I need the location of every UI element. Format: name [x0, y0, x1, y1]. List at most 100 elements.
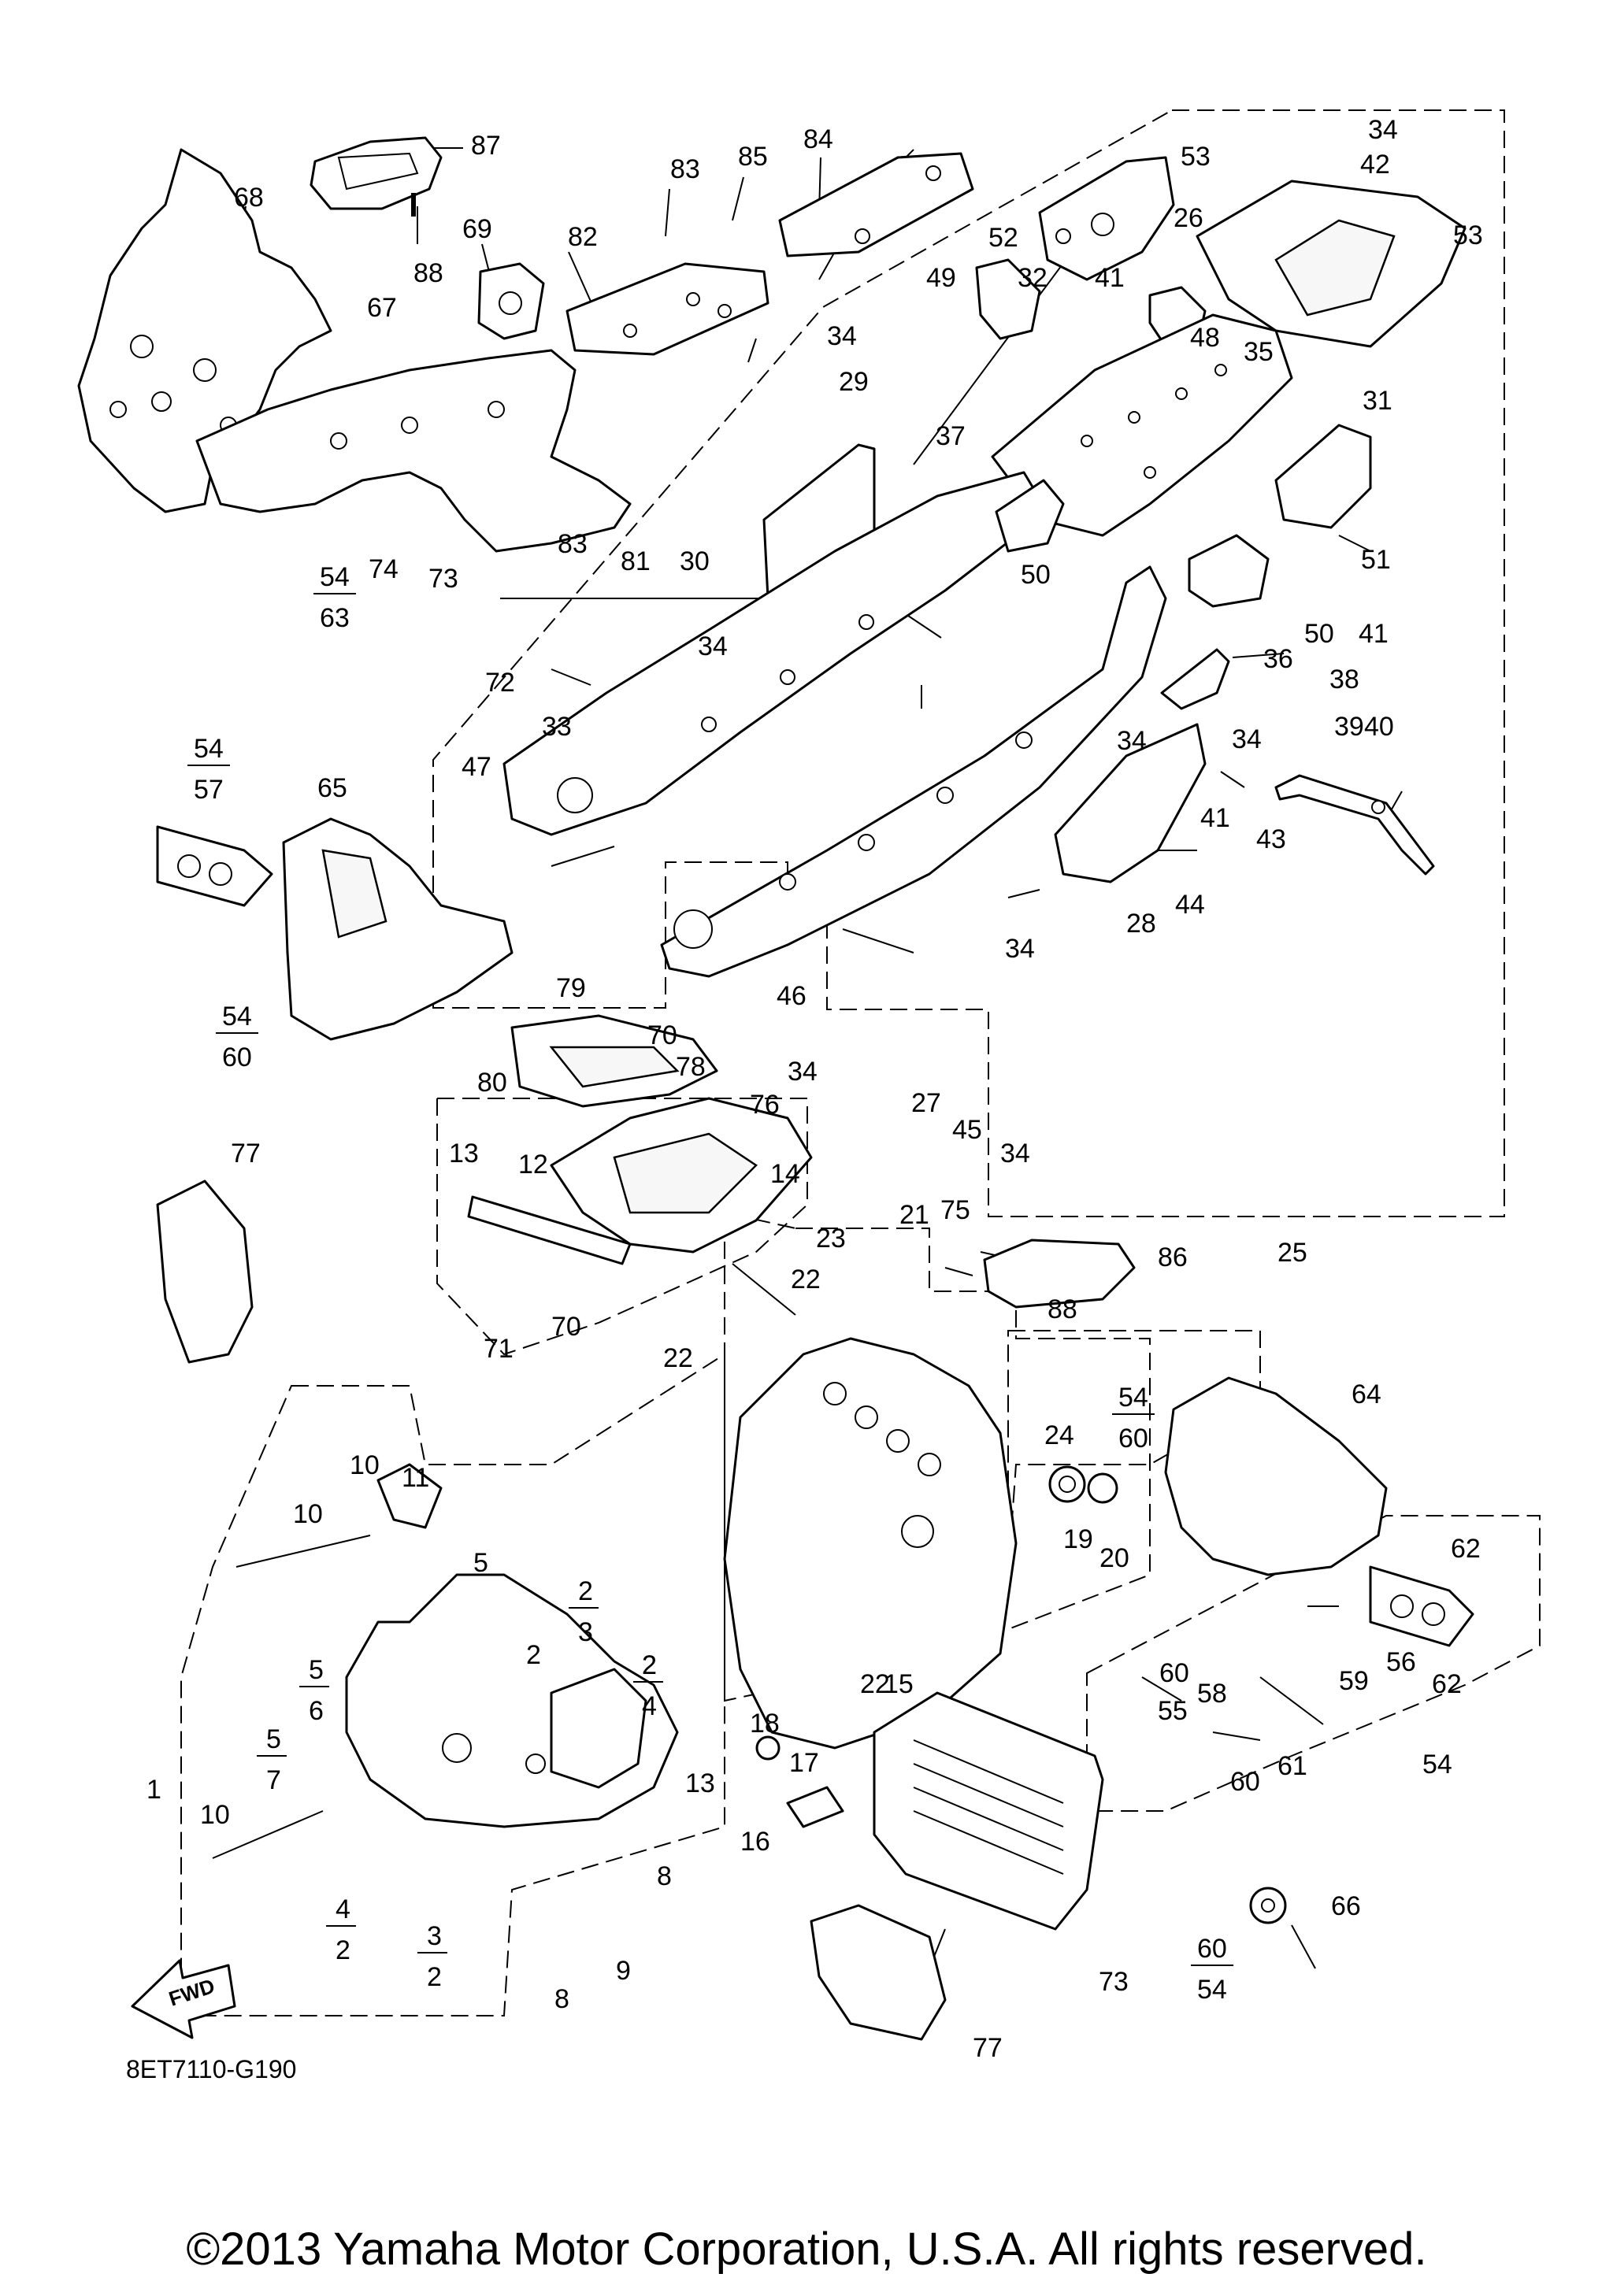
callout-62: 62 — [1432, 1669, 1462, 1699]
callout-65: 65 — [317, 773, 347, 803]
callout-10: 10 — [200, 1800, 230, 1830]
part-64-rear-bracket — [1164, 1376, 1388, 1576]
group-outline-54 — [1086, 1515, 1541, 1812]
callout-11: 11 — [402, 1463, 429, 1493]
callout-22: 22 — [791, 1265, 821, 1294]
diagram-code-label: 8ET7110-G190 — [126, 2055, 297, 2083]
svg-text:3: 3 — [427, 1921, 442, 1951]
callout-49: 49 — [926, 263, 956, 293]
callout-12: 12 — [518, 1150, 548, 1179]
callout-25: 25 — [1277, 1238, 1307, 1268]
callout-77: 77 — [231, 1139, 261, 1168]
callout-2-over-3: 2 3 — [569, 1576, 599, 1647]
callout-71: 71 — [484, 1334, 514, 1364]
part-56-plate — [1369, 1565, 1474, 1647]
svg-text:3: 3 — [578, 1617, 593, 1647]
part-87-air-duct — [310, 136, 443, 210]
part-50-bracket-b — [1188, 534, 1270, 608]
callout-38: 38 — [1329, 665, 1359, 694]
callout-2-over-4: 2 4 — [633, 1650, 663, 1721]
svg-text:7: 7 — [266, 1765, 281, 1795]
callout-22: 22 — [860, 1669, 890, 1699]
fwd-arrow-icon — [131, 1959, 236, 2039]
callout-34: 34 — [1368, 115, 1398, 145]
callout-27: 27 — [911, 1088, 941, 1118]
callout-55: 55 — [1158, 1696, 1188, 1726]
callout-18: 18 — [750, 1709, 780, 1739]
svg-text:60: 60 — [1118, 1424, 1148, 1454]
callout-26: 26 — [1174, 203, 1203, 233]
callout-70: 70 — [551, 1312, 581, 1342]
callout-54-over-60: 54 60 — [216, 1002, 258, 1072]
part-15-heat-exchanger — [873, 1691, 1104, 1931]
callout-32: 32 — [1018, 263, 1048, 293]
svg-text:2: 2 — [336, 1935, 350, 1965]
callout-75: 75 — [940, 1195, 970, 1225]
callout-24: 24 — [1044, 1420, 1074, 1450]
callout-8: 8 — [657, 1861, 672, 1891]
callout-46: 46 — [777, 981, 806, 1011]
callout-82: 82 — [568, 222, 598, 252]
callout-34: 34 — [1005, 934, 1035, 964]
callout-31: 31 — [1363, 386, 1392, 416]
callout-16: 16 — [740, 1827, 770, 1857]
callout-54-over-60: 54 60 — [1112, 1383, 1155, 1454]
callout-61: 61 — [1277, 1751, 1307, 1781]
part-50-bracket-a — [995, 479, 1065, 553]
callout-35: 35 — [1244, 337, 1274, 367]
callout-22: 22 — [663, 1343, 693, 1373]
callout-73: 73 — [428, 564, 458, 594]
callout-17: 17 — [789, 1748, 819, 1778]
callout-62: 62 — [1451, 1534, 1481, 1564]
callout-45: 45 — [952, 1115, 982, 1145]
callout-2: 2 — [526, 1640, 541, 1670]
callout-5-over-7: 5 7 — [257, 1724, 287, 1795]
part-38-rod — [1274, 774, 1435, 876]
callout-66: 66 — [1331, 1891, 1361, 1921]
callout-8: 8 — [554, 1984, 569, 2014]
callout-34: 34 — [1232, 724, 1262, 754]
callout-3-over-2: 3 2 — [417, 1921, 447, 1992]
callout-74: 74 — [369, 554, 399, 584]
svg-text:54: 54 — [222, 1002, 252, 1031]
callout-83: 83 — [670, 154, 700, 184]
part-82-cover — [565, 262, 769, 356]
svg-text:63: 63 — [320, 603, 350, 633]
svg-text:2: 2 — [578, 1576, 593, 1606]
callout-50: 50 — [1304, 619, 1334, 649]
callout-13: 13 — [685, 1768, 715, 1798]
svg-text:4: 4 — [642, 1691, 657, 1721]
callout-40: 40 — [1364, 712, 1394, 742]
callout-28: 28 — [1126, 909, 1156, 939]
callout-21: 21 — [899, 1200, 929, 1230]
callout-42: 42 — [1360, 150, 1390, 180]
callout-72: 72 — [485, 668, 515, 698]
svg-text:6: 6 — [309, 1696, 324, 1726]
callout-60: 60 — [1159, 1658, 1189, 1688]
callout-34: 34 — [827, 321, 857, 351]
callout-15: 15 — [884, 1669, 914, 1699]
callout-47: 47 — [462, 752, 491, 782]
callout-30: 30 — [680, 546, 710, 576]
callout-86: 86 — [1158, 1242, 1188, 1272]
callout-85: 85 — [738, 142, 768, 172]
callout-13: 13 — [449, 1139, 479, 1168]
callout-44: 44 — [1175, 890, 1205, 920]
part-77-front-cover — [156, 1179, 254, 1364]
callout-54-over-57: 54 57 — [187, 734, 230, 805]
callout-23: 23 — [816, 1224, 846, 1254]
svg-text:54: 54 — [194, 734, 224, 764]
callout-2: 2 — [642, 1650, 657, 1680]
svg-text:54: 54 — [1118, 1383, 1148, 1413]
parts — [77, 136, 1474, 2041]
callout-51: 51 — [1361, 545, 1391, 575]
callout-34: 34 — [698, 631, 728, 661]
group-outline-14 — [436, 1098, 808, 1356]
callout-73: 73 — [1099, 1967, 1129, 1997]
part-33-tunnel-side — [502, 471, 1049, 836]
callout-58: 58 — [1197, 1679, 1227, 1709]
callout-88: 88 — [1048, 1294, 1077, 1324]
group-outline-rear-frame — [724, 1211, 1151, 1702]
callout-34: 34 — [788, 1057, 818, 1087]
callout-54: 54 — [1422, 1750, 1452, 1779]
